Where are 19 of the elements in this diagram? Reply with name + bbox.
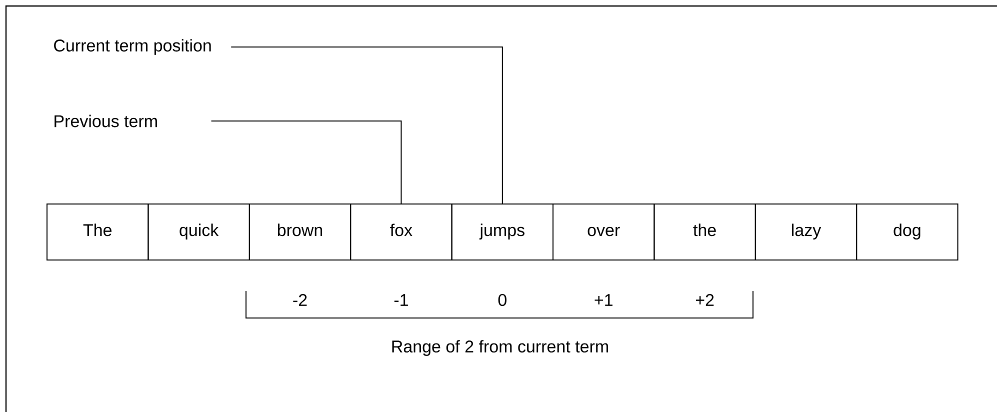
range-caption: Range of 2 from current term	[392, 340, 608, 356]
word-cell: jumps	[451, 204, 554, 260]
leader-line	[210, 120, 402, 204]
word-cell: dog	[856, 204, 958, 260]
word-cell: The	[46, 204, 149, 260]
offset-label: -1	[394, 294, 408, 306]
offset-label: +2	[696, 294, 714, 306]
word-cell: fox	[350, 204, 452, 260]
offset-label: -2	[293, 294, 307, 306]
offset-label: +1	[594, 294, 612, 306]
offset-label: 0	[498, 294, 506, 306]
word-cell: lazy	[754, 204, 858, 260]
word-cell: the	[654, 204, 756, 260]
annotation-text: Current term position	[54, 39, 211, 55]
word-cell: quick	[148, 204, 250, 260]
annotation-text: Previous term	[54, 114, 157, 128]
word-cell: brown	[248, 204, 352, 260]
word-cell: over	[552, 204, 655, 260]
leader-line	[230, 46, 503, 204]
